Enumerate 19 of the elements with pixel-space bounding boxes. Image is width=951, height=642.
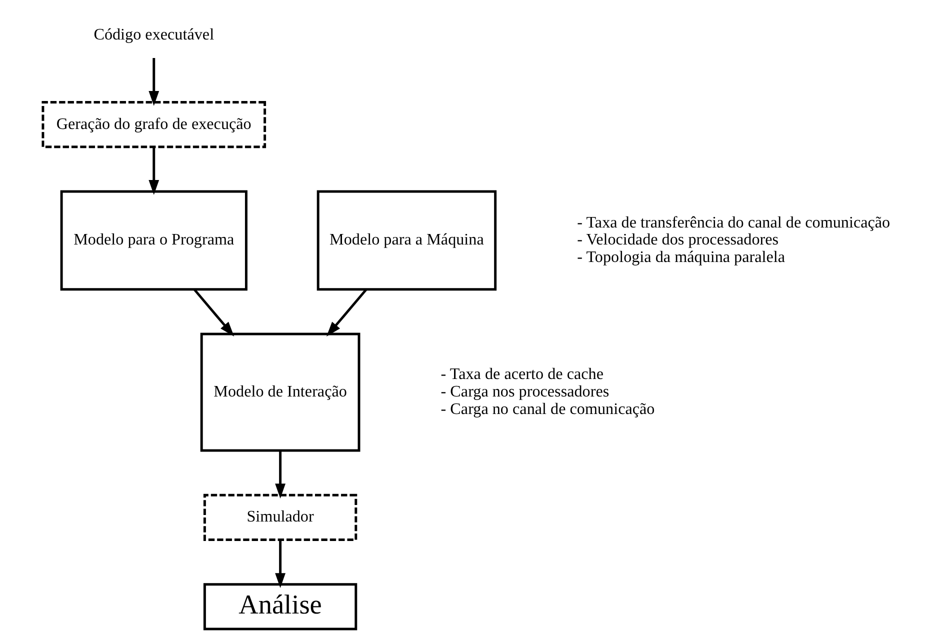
node-box: Análise bbox=[203, 583, 358, 630]
arrow bbox=[194, 288, 234, 337]
node-label: - Velocidade dos processadores bbox=[577, 232, 779, 249]
arrow bbox=[148, 58, 160, 106]
node-box: Modelo para a Máquina bbox=[316, 190, 497, 291]
node-label: - Carga nos processadores bbox=[440, 383, 610, 400]
node-text: Código executável bbox=[94, 26, 214, 44]
node-label: - Taxa de acerto de cache bbox=[440, 366, 604, 384]
node-label: - Taxa de transferência do canal de comunicação bbox=[577, 214, 890, 232]
arrow bbox=[275, 540, 286, 588]
node-label: - Topologia da máquina paralela bbox=[577, 249, 786, 266]
node-box: Simulador bbox=[203, 494, 358, 541]
arrow bbox=[326, 288, 367, 337]
arrow bbox=[148, 147, 160, 195]
node-label: - Carga no canal de comunicação bbox=[440, 400, 655, 418]
node-box: Modelo de Interação bbox=[200, 332, 360, 452]
arrow bbox=[275, 450, 286, 499]
node-box: Modelo para o Programa bbox=[60, 190, 248, 291]
node-box: Geração do grafo de execução bbox=[42, 101, 266, 148]
